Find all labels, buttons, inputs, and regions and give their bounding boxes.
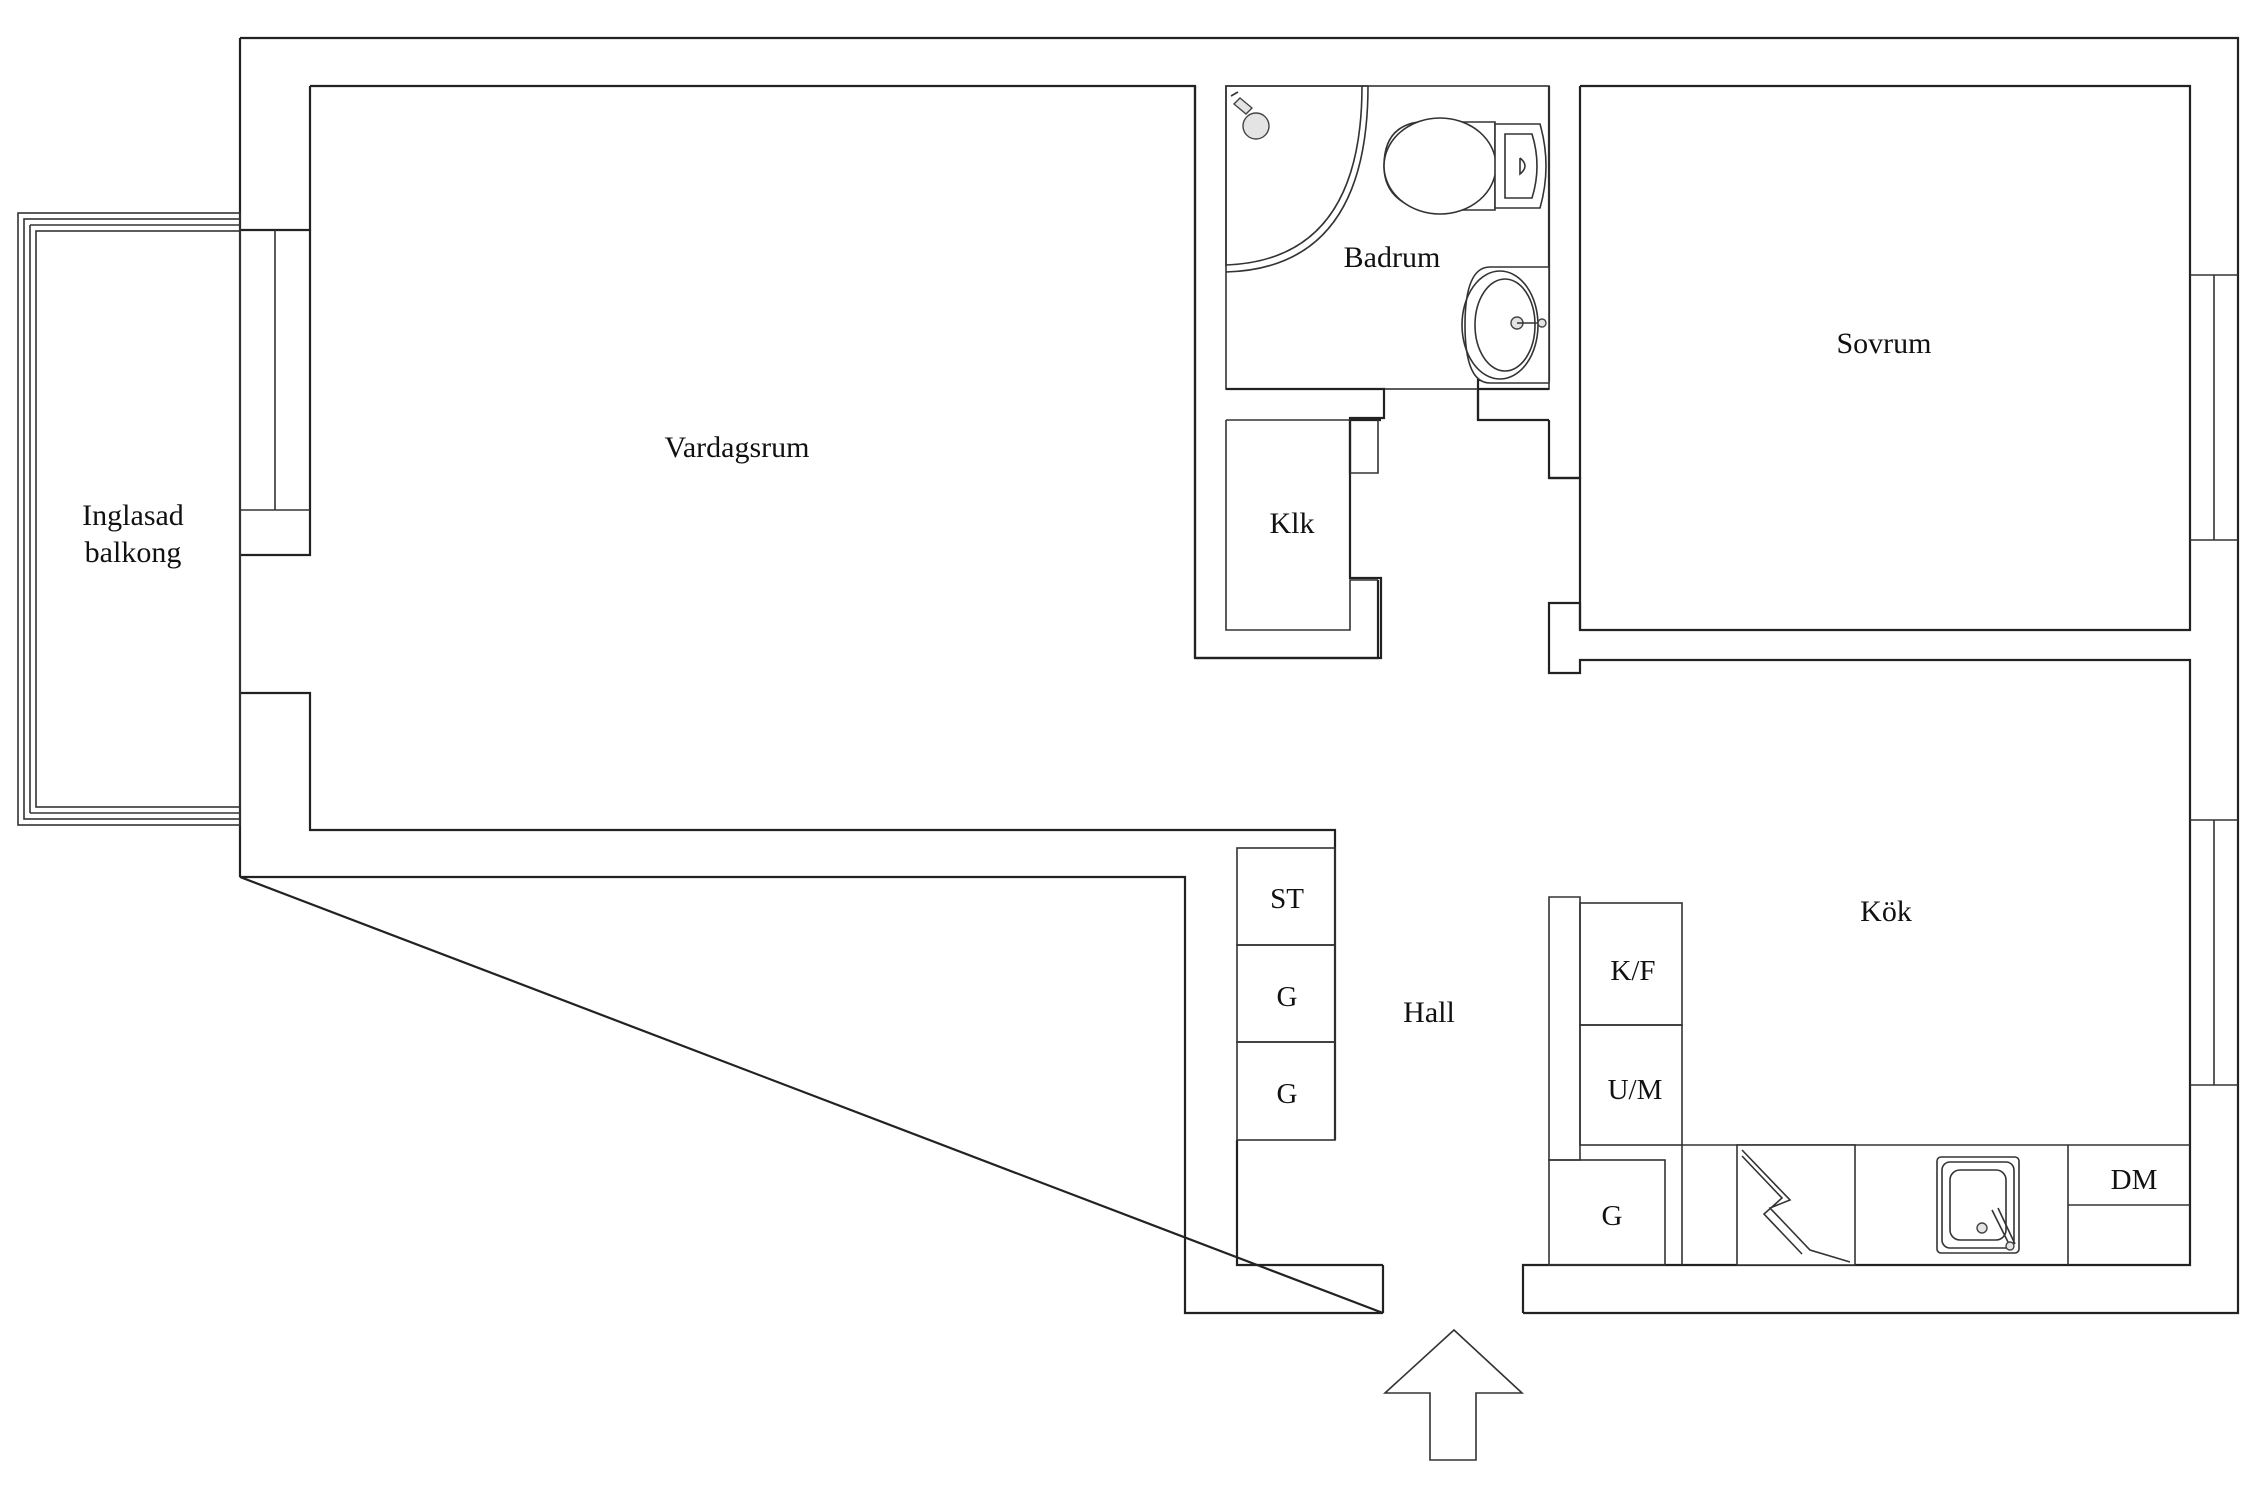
room-labels: Vardagsrum Inglasad balkong Badrum Sovru… <box>82 241 2157 1232</box>
room-label-sovrum: Sovrum <box>1836 327 1931 360</box>
room-label-balkong-line1: Inglasad <box>82 499 184 532</box>
hall-wardrobes <box>1236 847 1336 1141</box>
unit-label-g-hall-1: G <box>1277 981 1298 1013</box>
balcony <box>17 212 241 826</box>
unit-label-g-kitchen: G <box>1602 1200 1623 1232</box>
windows <box>239 230 2238 1086</box>
unit-label-dm: DM <box>2111 1164 2158 1196</box>
shower <box>1225 85 1369 273</box>
unit-label-kf: K/F <box>1610 955 1655 987</box>
bedroom-walls <box>1549 476 1582 630</box>
washbasin-icon <box>1461 266 1550 384</box>
unit-label-g-hall-2: G <box>1277 1078 1298 1110</box>
outer-walls <box>238 36 2240 1315</box>
unit-label-um: U/M <box>1608 1074 1663 1106</box>
kitchen-sink-icon <box>1936 1156 2020 1254</box>
shower-head-icon <box>1230 91 1270 140</box>
unit-label-st: ST <box>1270 883 1304 915</box>
stove-icon <box>1736 1144 1856 1266</box>
room-label-kok: Kök <box>1860 895 1912 928</box>
up-arrow-icon <box>1382 1328 1525 1461</box>
room-label-klk: Klk <box>1270 507 1315 540</box>
room-label-hall: Hall <box>1403 996 1455 1029</box>
room-label-vardagsrum: Vardagsrum <box>665 431 810 464</box>
room-label-balkong-line2: balkong <box>85 536 182 569</box>
kitchen <box>1548 896 2190 1266</box>
closet <box>1195 419 1380 660</box>
room-label-badrum: Badrum <box>1344 241 1441 274</box>
toilet-icon <box>1383 117 1547 215</box>
